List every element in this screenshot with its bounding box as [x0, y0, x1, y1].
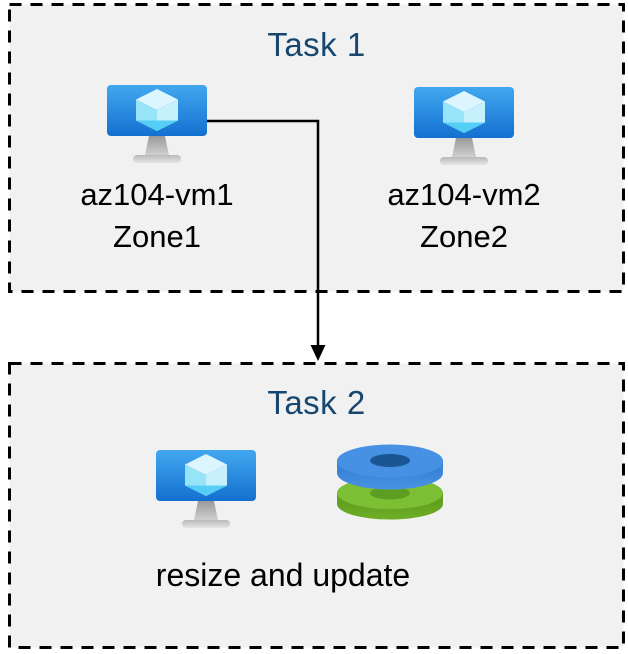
vm2-zone: Zone2 — [420, 219, 508, 254]
task2-title: Task 2 — [267, 384, 366, 421]
vm2-label: az104-vm2 Zone2 — [324, 174, 604, 258]
vm1-name: az104-vm1 — [80, 177, 234, 212]
task1-box — [8, 3, 625, 293]
task1-title: Task 1 — [267, 26, 366, 63]
task2-caption: resize and update — [155, 557, 411, 593]
connector-line — [206, 119, 320, 346]
vm1-zone: Zone1 — [113, 219, 201, 254]
vm1-label: az104-vm1 Zone1 — [17, 174, 297, 258]
vm2-name: az104-vm2 — [387, 177, 541, 212]
disks-icon — [337, 444, 443, 520]
task2-box — [8, 362, 625, 649]
connector-arrowhead-icon — [310, 345, 326, 361]
